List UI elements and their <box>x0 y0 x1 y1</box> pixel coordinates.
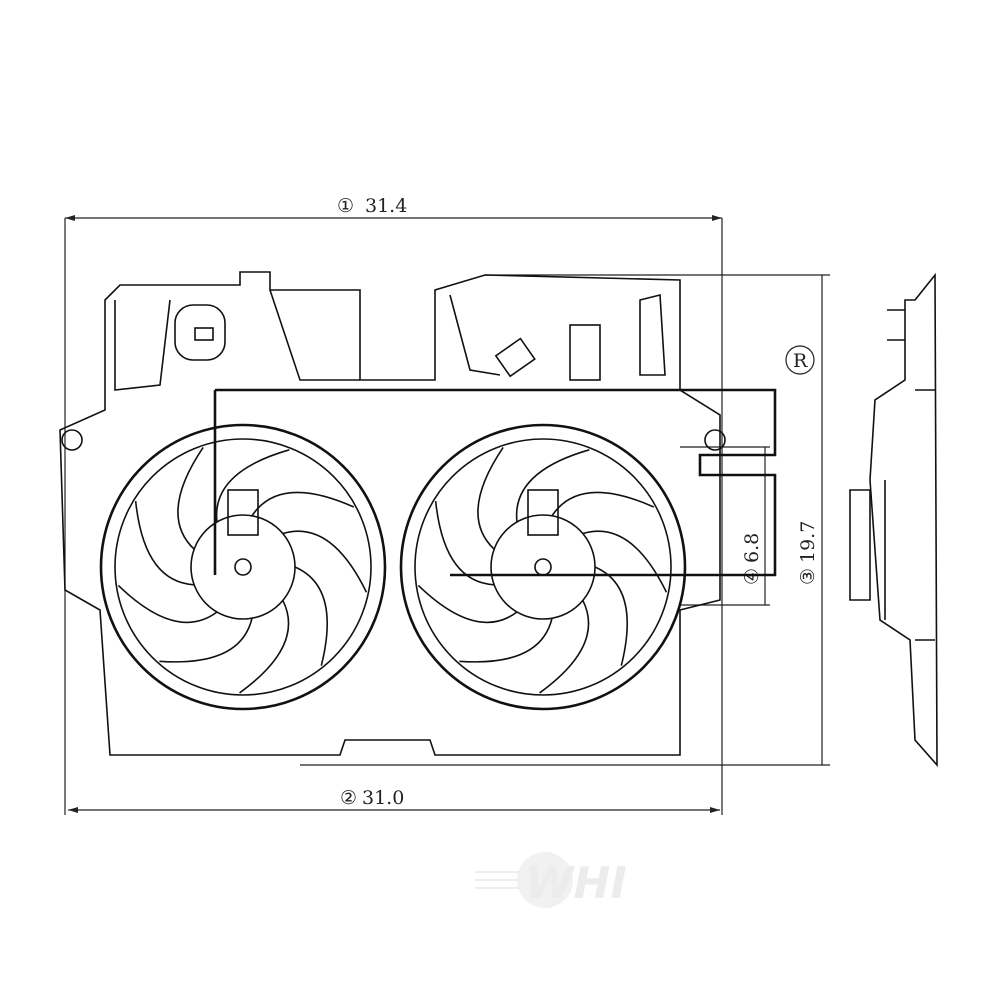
fan-blade <box>417 584 518 624</box>
fan-blade <box>134 500 195 586</box>
fan-blade <box>117 584 218 624</box>
fan-blade <box>215 449 290 523</box>
dimension-lines <box>64 215 830 815</box>
dimension-height: 19.7 <box>797 521 819 563</box>
fan-blade <box>434 500 495 586</box>
fan-blade <box>282 530 368 593</box>
fan-blade <box>582 530 668 593</box>
fan-blades <box>117 447 668 694</box>
fan-blade <box>539 600 590 694</box>
fan-blade <box>551 491 655 517</box>
fan-blade <box>477 447 504 550</box>
registered-mark-letter: R <box>793 350 808 372</box>
fan-blade <box>159 618 253 663</box>
watermark-text: WHI <box>525 858 627 909</box>
fan-blade <box>515 449 590 523</box>
dimension-depth-marker: ④ <box>741 568 763 585</box>
shroud <box>59 271 777 756</box>
dimension-width-bottom-marker: ② <box>340 787 357 809</box>
registered-mark <box>785 345 815 375</box>
fan-blade <box>594 566 628 666</box>
dimension-width-bottom: 31.0 <box>362 787 404 809</box>
fan-blade <box>239 600 290 694</box>
dimension-width-top-marker: ① <box>337 195 354 217</box>
fan-blade <box>177 447 204 550</box>
side-view <box>849 272 938 768</box>
dimension-width-top: 31.4 <box>365 195 407 217</box>
watermark-logo: WHI <box>475 852 627 909</box>
fan-blade <box>251 491 355 517</box>
dimension-height-marker: ③ <box>797 568 819 585</box>
right-fan <box>399 423 687 711</box>
left-fan <box>99 423 387 711</box>
fan-blade <box>294 566 328 666</box>
dimension-depth: 6.8 <box>741 533 763 563</box>
fan-blade <box>459 618 553 663</box>
